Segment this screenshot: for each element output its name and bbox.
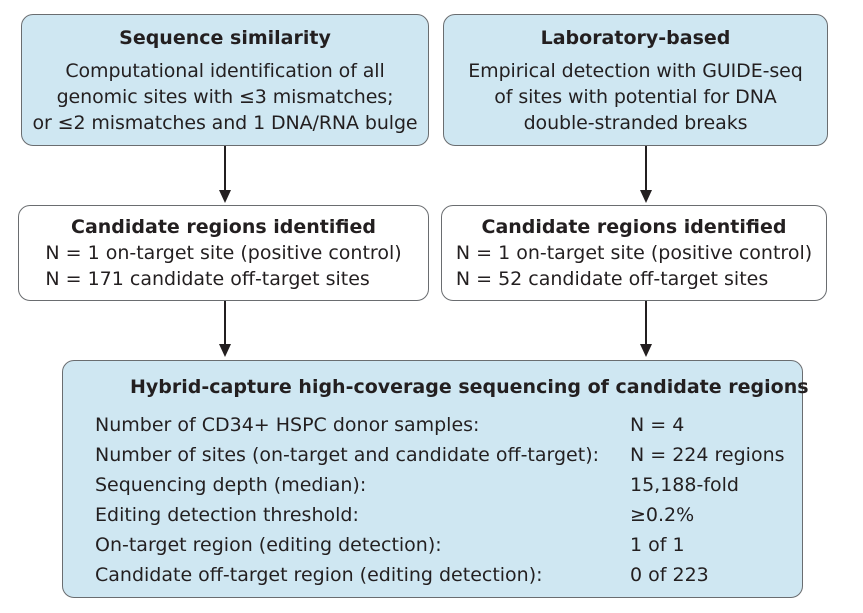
candidate-regions-right-line-1: N = 1 on-target site (positive control) xyxy=(455,242,813,264)
sequence-similarity-line-1: Computational identification of all xyxy=(65,60,385,82)
candidate-regions-left-title: Candidate regions identified xyxy=(71,216,376,238)
hybrid-row-label: Editing detection threshold: xyxy=(95,504,359,526)
candidate-regions-right-box: Candidate regions identified N = 1 on-ta… xyxy=(441,205,827,301)
hybrid-row-label: Sequencing depth (median): xyxy=(95,474,367,496)
hybrid-row-on-target: On-target region (editing detection): 1 … xyxy=(95,531,795,560)
laboratory-based-line-1: Empirical detection with GUIDE-seq xyxy=(468,60,803,82)
candidate-regions-left-box: Candidate regions identified N = 1 on-ta… xyxy=(18,205,429,301)
hybrid-row-number-of-sites: Number of sites (on-target and candidate… xyxy=(95,441,795,470)
hybrid-row-label: Candidate off-target region (editing det… xyxy=(95,564,543,586)
hybrid-row-sequencing-depth: Sequencing depth (median): 15,188-fold xyxy=(95,471,795,500)
sequence-similarity-box: Sequence similarity Computational identi… xyxy=(21,14,429,146)
candidate-regions-right-line-2: N = 52 candidate off-target sites xyxy=(455,268,769,290)
hybrid-capture-title: Hybrid-capture high-coverage sequencing … xyxy=(130,376,809,398)
hybrid-row-value: 0 of 223 xyxy=(630,564,709,586)
candidate-regions-right-lines: N = 1 on-target site (positive control) … xyxy=(456,240,812,292)
hybrid-row-value: 1 of 1 xyxy=(630,534,685,556)
laboratory-based-box: Laboratory-based Empirical detection wit… xyxy=(443,14,828,146)
arrow-seq-to-candidates xyxy=(219,146,231,203)
sequence-similarity-line-3: or ≤2 mismatches and 1 DNA/RNA bulge xyxy=(32,112,418,134)
hybrid-row-donor-samples: Number of CD34+ HSPC donor samples: N = … xyxy=(95,411,795,440)
hybrid-row-detection-threshold: Editing detection threshold: ≥0.2% xyxy=(95,501,795,530)
hybrid-row-label: On-target region (editing detection): xyxy=(95,534,442,556)
candidate-regions-left-line-2: N = 171 candidate off-target sites xyxy=(45,268,370,290)
arrow-right-candidates-to-hybrid xyxy=(640,301,652,357)
hybrid-row-value: 15,188-fold xyxy=(630,474,739,496)
arrow-left-candidates-to-hybrid xyxy=(219,301,231,357)
candidate-regions-left-lines: N = 1 on-target site (positive control) … xyxy=(45,240,401,292)
hybrid-row-off-target: Candidate off-target region (editing det… xyxy=(95,561,795,590)
hybrid-row-value: N = 4 xyxy=(630,414,685,436)
hybrid-capture-box: Hybrid-capture high-coverage sequencing … xyxy=(62,360,809,598)
laboratory-based-title: Laboratory-based xyxy=(540,27,731,49)
hybrid-row-value: N = 224 regions xyxy=(630,444,785,466)
hybrid-row-label: Number of sites (on-target and candidate… xyxy=(95,444,600,466)
laboratory-based-line-2: of sites with potential for DNA xyxy=(494,86,777,108)
candidate-regions-right-title: Candidate regions identified xyxy=(481,216,787,238)
sequence-similarity-title: Sequence similarity xyxy=(119,27,331,49)
hybrid-row-label: Number of CD34+ HSPC donor samples: xyxy=(95,414,480,436)
sequence-similarity-line-2: genomic sites with ≤3 mismatches; xyxy=(56,86,394,108)
hybrid-row-value: ≥0.2% xyxy=(630,504,695,526)
arrow-lab-to-candidates xyxy=(640,146,652,203)
laboratory-based-line-3: double-stranded breaks xyxy=(523,112,748,134)
candidate-regions-left-line-1: N = 1 on-target site (positive control) xyxy=(45,242,402,264)
